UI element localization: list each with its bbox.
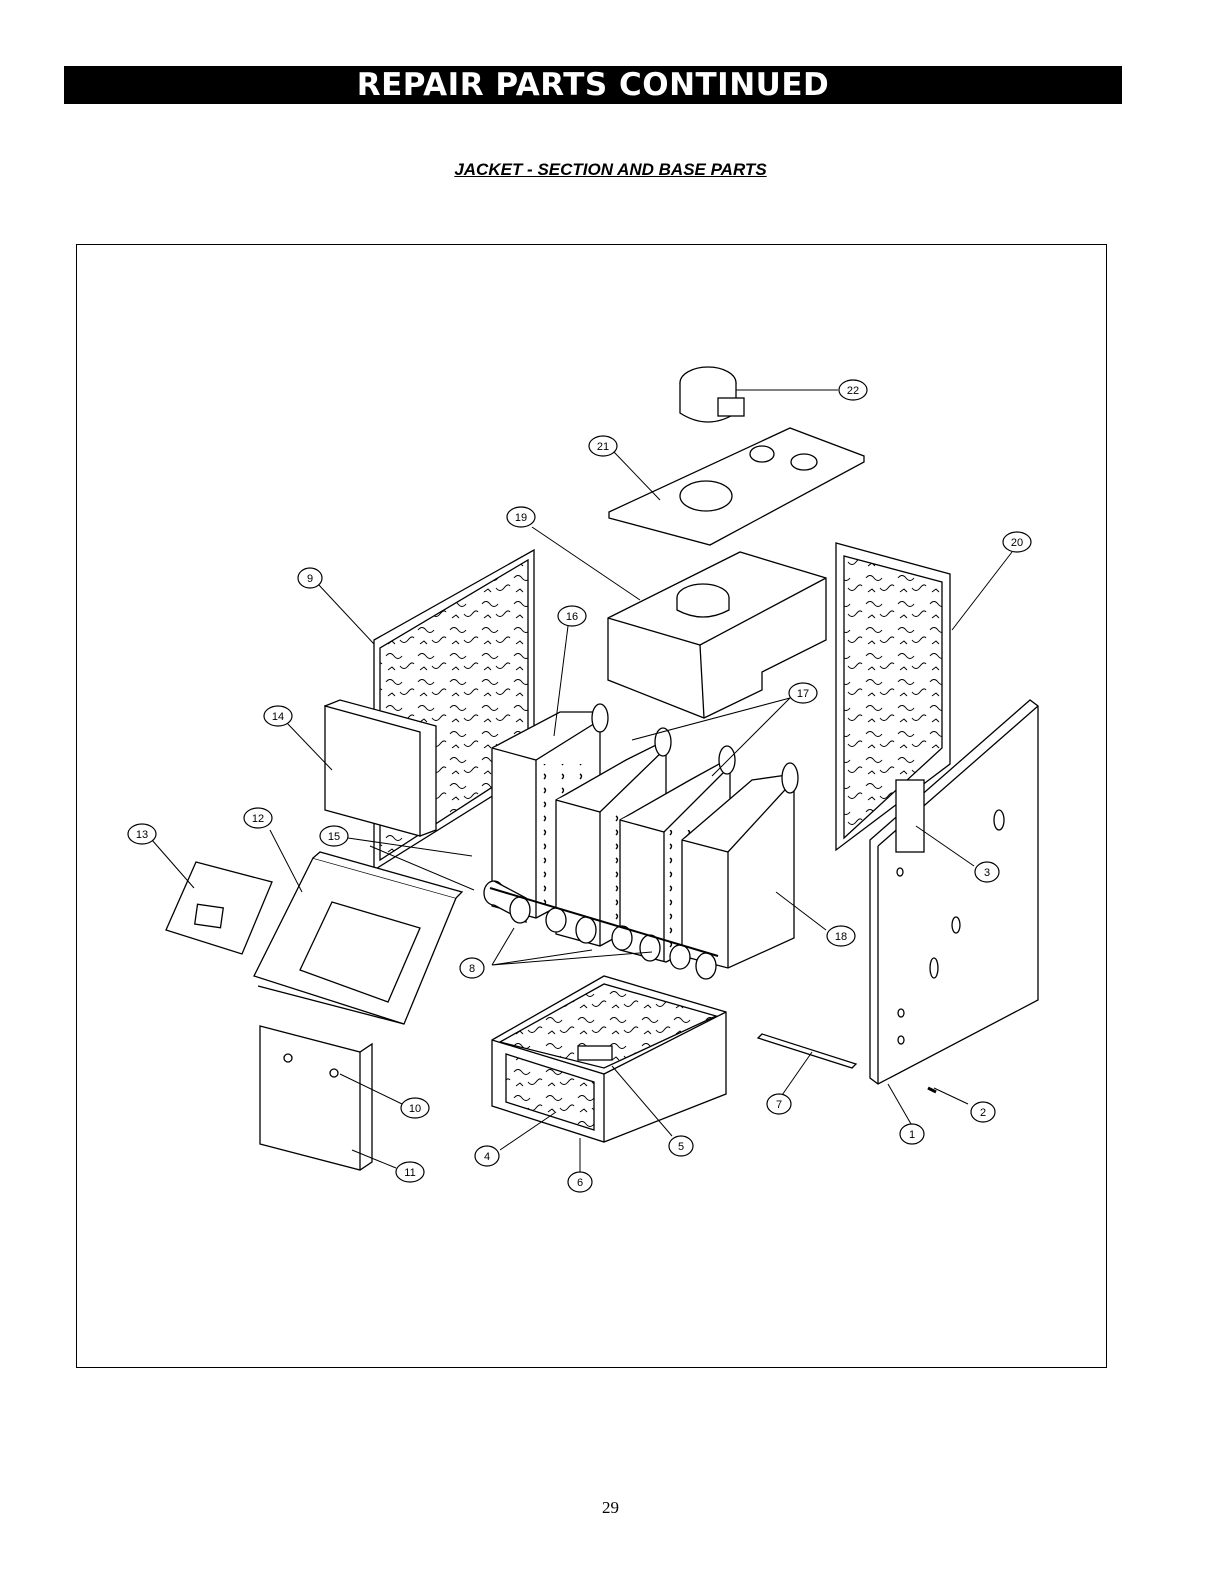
callout-15: 15 bbox=[320, 826, 348, 846]
callout-3: 3 bbox=[975, 862, 999, 882]
svg-text:4: 4 bbox=[484, 1151, 490, 1163]
callout-9: 9 bbox=[298, 568, 322, 588]
part-22-blower bbox=[680, 367, 744, 422]
callout-13: 13 bbox=[128, 824, 156, 844]
part-12-front-panel bbox=[254, 852, 462, 1024]
callout-7: 7 bbox=[767, 1094, 791, 1114]
svg-text:17: 17 bbox=[797, 688, 809, 700]
callout-10: 10 bbox=[401, 1098, 429, 1118]
callout-17: 17 bbox=[789, 683, 817, 703]
callout-19: 19 bbox=[507, 507, 535, 527]
callout-16: 16 bbox=[558, 606, 586, 626]
svg-text:1: 1 bbox=[909, 1129, 915, 1141]
callout-4: 4 bbox=[475, 1146, 499, 1166]
svg-text:2: 2 bbox=[980, 1107, 986, 1119]
svg-text:15: 15 bbox=[328, 831, 340, 843]
callout-6: 6 bbox=[568, 1172, 592, 1192]
callout-1: 1 bbox=[900, 1124, 924, 1144]
callout-22: 22 bbox=[839, 380, 867, 400]
svg-text:11: 11 bbox=[404, 1167, 415, 1179]
svg-text:22: 22 bbox=[847, 385, 859, 397]
svg-text:6: 6 bbox=[577, 1177, 583, 1189]
part-7-strip bbox=[758, 1034, 856, 1068]
callout-21: 21 bbox=[589, 436, 617, 456]
part-4-base bbox=[492, 976, 726, 1142]
svg-text:12: 12 bbox=[252, 813, 264, 825]
svg-text:9: 9 bbox=[307, 573, 313, 585]
svg-text:19: 19 bbox=[515, 512, 527, 524]
svg-text:18: 18 bbox=[835, 931, 847, 943]
svg-text:20: 20 bbox=[1011, 537, 1023, 549]
part-13-rating-label bbox=[166, 862, 272, 954]
svg-text:13: 13 bbox=[136, 829, 148, 841]
svg-text:7: 7 bbox=[776, 1099, 782, 1111]
part-11-lower-panel bbox=[260, 1026, 372, 1170]
page-number: 29 bbox=[0, 1498, 1221, 1518]
svg-text:14: 14 bbox=[272, 711, 284, 723]
callout-12: 12 bbox=[244, 808, 272, 828]
callout-18: 18 bbox=[827, 926, 855, 946]
svg-text:8: 8 bbox=[469, 963, 475, 975]
svg-text:10: 10 bbox=[409, 1103, 421, 1115]
callout-20: 20 bbox=[1003, 532, 1031, 552]
callout-14: 14 bbox=[264, 706, 292, 726]
callout-5: 5 bbox=[669, 1136, 693, 1156]
svg-text:21: 21 bbox=[597, 441, 609, 453]
svg-text:3: 3 bbox=[984, 867, 990, 879]
svg-text:5: 5 bbox=[678, 1141, 684, 1153]
svg-text:16: 16 bbox=[566, 611, 578, 623]
callout-11: 11 bbox=[396, 1162, 424, 1182]
callout-8: 8 bbox=[460, 958, 484, 978]
callout-2: 2 bbox=[971, 1102, 995, 1122]
